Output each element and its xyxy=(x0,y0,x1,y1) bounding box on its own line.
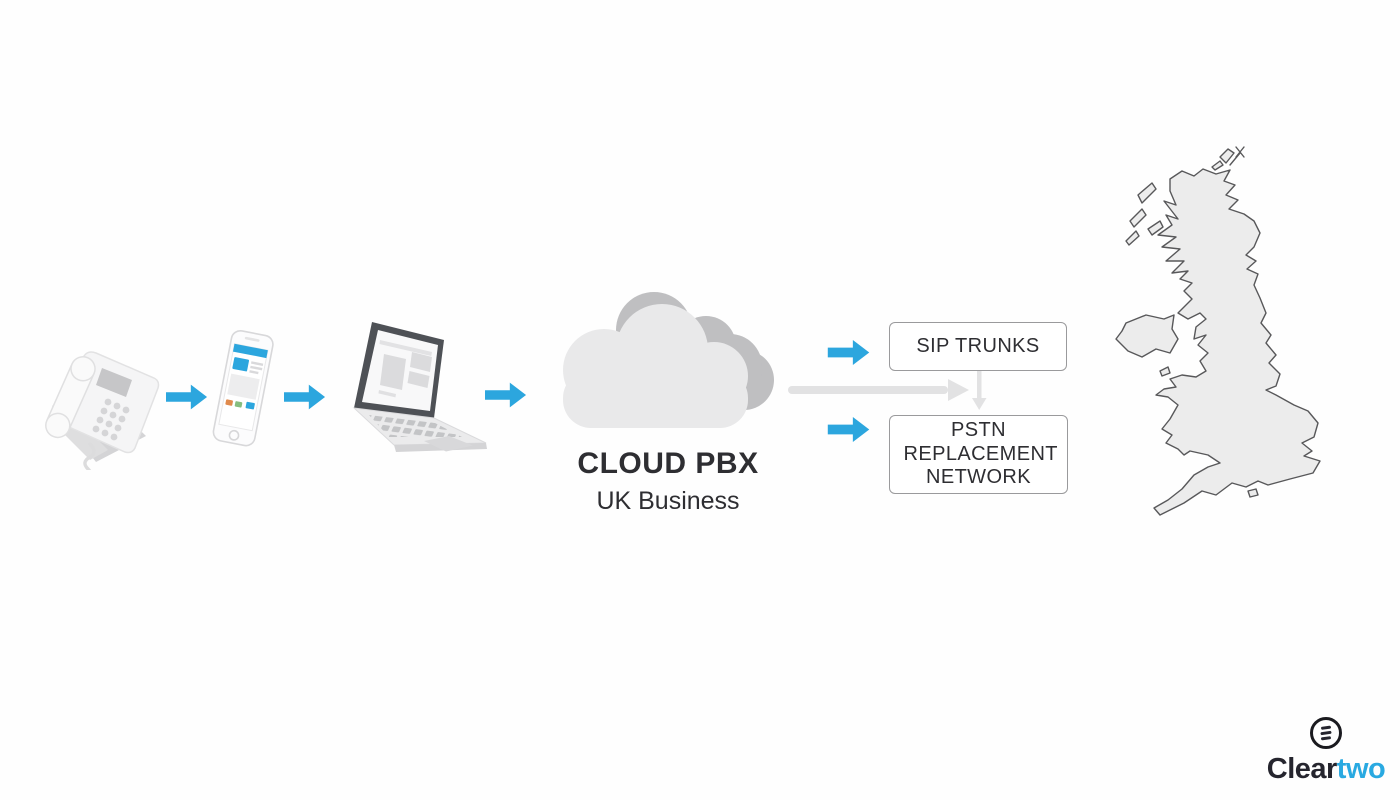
blue-right-arrow-icon xyxy=(822,339,876,366)
gray-down-arrow-icon xyxy=(969,371,989,411)
gray-right-arrow-icon xyxy=(788,378,970,402)
cleartwo-logo-text: Cleartwo xyxy=(1241,753,1400,786)
cloud-pbx-subtitle: UK Business xyxy=(596,487,740,515)
uk-map xyxy=(1103,143,1353,543)
cloud-caption: CLOUD PBX UK Business xyxy=(543,447,793,516)
blue-right-arrow-icon xyxy=(485,381,527,409)
logo-text-clear: Clear xyxy=(1266,753,1338,785)
blue-right-arrow-icon xyxy=(822,416,876,443)
cloud-icon xyxy=(542,286,782,432)
desk-phone-icon xyxy=(38,340,163,482)
logo-text-two: two xyxy=(1336,753,1386,785)
cloud-pbx-title: CLOUD PBX xyxy=(577,447,759,480)
sip-trunks-box: SIP TRUNKS xyxy=(889,322,1067,371)
sip-trunks-label: SIP TRUNKS xyxy=(916,334,1040,357)
pstn-replacement-network-label: PSTN REPLACEMENT NETWORK xyxy=(903,419,1058,489)
cleartwo-logo-icon xyxy=(1310,717,1342,749)
pstn-replacement-network-box: PSTN REPLACEMENT NETWORK xyxy=(889,415,1068,494)
cleartwo-logo: Cleartwo xyxy=(1241,716,1400,786)
smartphone-icon xyxy=(208,326,276,452)
blue-right-arrow-icon xyxy=(284,383,326,411)
laptop-icon xyxy=(340,314,490,469)
blue-right-arrow-icon xyxy=(166,383,208,411)
